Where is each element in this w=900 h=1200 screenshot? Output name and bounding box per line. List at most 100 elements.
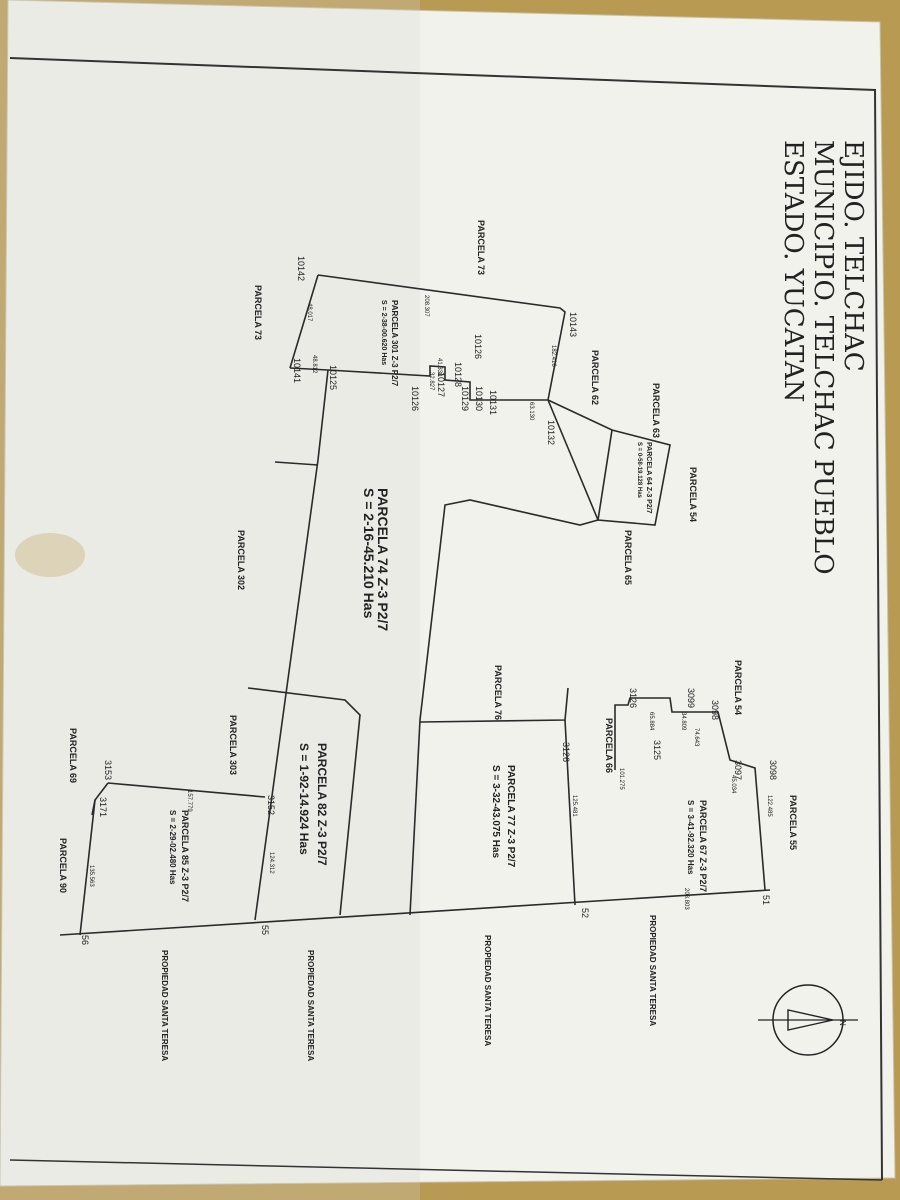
vertex-3126b: 3126: [561, 742, 571, 762]
vertex-3152: 3152: [266, 795, 276, 815]
parcel-301-label: PARCELA 301 Z-3 P2/7 S = 2-38-00.620 Has: [380, 300, 399, 387]
distance-d10: 122.485: [766, 795, 772, 817]
header-ejido: EJIDO. TELCHAC: [838, 140, 868, 372]
vertex-51: 51: [761, 895, 771, 905]
page-border-bottom: [9, 1159, 883, 1181]
parcel-85-name: PARCELA 85 Z-3 P2/7: [180, 810, 190, 902]
distance-d4: 182.416: [550, 345, 556, 367]
vertex-3097: 3097: [733, 760, 743, 780]
vertex-3153: 3153: [103, 760, 113, 780]
vertex-3098b: 3098: [768, 760, 778, 780]
parcel-82-area: S = 1-92-14.924 Has: [297, 743, 311, 855]
vertex-10142: 10142: [296, 256, 306, 281]
vertex-10141: 10141: [292, 358, 302, 383]
vertex-52: 52: [580, 908, 590, 918]
line-10125-10128: [327, 365, 520, 401]
neighbor-propiedad-2: PROPIEDAD SANTA TERESA: [483, 935, 492, 1046]
distance-d11: 101.275: [618, 768, 624, 790]
vertex-3098a: 3098: [710, 700, 720, 720]
neighbor-parcela-303: PARCELA 303: [228, 715, 238, 775]
parcel-85-area: S = 2-29-02.480 Has: [168, 810, 177, 885]
distance-d14: 157.779: [186, 790, 192, 812]
north-arrow-label: N: [838, 1020, 847, 1026]
parcel-74-right: [409, 399, 600, 916]
vertex-10125: 10125: [328, 365, 338, 390]
neighbor-propiedad-1: PROPIEDAD SANTA TERESA: [648, 915, 657, 1026]
vertex-3126a: 3126: [628, 688, 638, 708]
neighbor-parcela-76: PARCELA 76: [493, 665, 503, 720]
line-10141-10125: [289, 367, 329, 371]
vertex-55: 55: [260, 925, 270, 935]
neighbor-parcela-90: PARCELA 90: [58, 838, 68, 893]
paper-stain: [15, 533, 85, 577]
vertex-10126a: 10126: [410, 386, 420, 411]
parcel-82-top: [107, 782, 266, 798]
distance-d17: 41.330: [436, 358, 442, 377]
parcel-64-boundary: [547, 399, 671, 526]
distance-d6: 34.809: [680, 712, 686, 731]
distance-d13: 208.803: [683, 888, 689, 910]
parcel-77-right: [564, 719, 576, 906]
neighbor-parcela-73b: PARCELA 73: [253, 285, 263, 340]
parcel-77-name: PARCELA 77 Z-3 P2/7: [505, 765, 516, 868]
parcel-85-label: PARCELA 85 Z-3 P2/7 S = 2-29-02.480 Has: [168, 810, 190, 902]
parcel-82-label: PARCELA 82 Z-3 P2/7 S = 1-92-14.924 Has: [297, 743, 329, 866]
vertex-10143: 10143: [568, 312, 578, 337]
vertex-10127: 10127: [436, 372, 446, 397]
distance-d9: 45.034: [730, 775, 736, 794]
neighbor-parcela-302: PARCELA 302: [236, 530, 246, 590]
vertex-10128: 10128: [453, 362, 463, 387]
neighbor-parcela-55: PARCELA 55: [788, 795, 798, 850]
distance-d7: 74.643: [693, 728, 699, 747]
distance-d12: 125.481: [571, 795, 577, 817]
parcel-82-name: PARCELA 82 Z-3 P2/7: [315, 743, 329, 866]
parcel-85-mid: [91, 799, 96, 816]
distance-d15: 124.312: [268, 852, 274, 874]
paper-shade: [0, 0, 420, 1200]
line-10142-10141: [289, 274, 319, 369]
distance-d5: 63.130: [528, 402, 534, 421]
header-block: EJIDO. TELCHAC MUNICIPIO. TELCHAC PUEBLO…: [778, 140, 868, 575]
vertex-10132: 10132: [546, 420, 556, 445]
parcel-74-label: PARCELA 74 Z-3 P2/7 S = 2-16-45.210 Has: [361, 488, 391, 631]
vertex-3171: 3171: [98, 797, 108, 817]
parcel-lines: [59, 274, 771, 936]
north-arrow: N: [758, 984, 858, 1056]
vertex-10129: 10129: [460, 386, 470, 411]
distance-d3: 48.017: [306, 303, 312, 322]
parcel-67-area: S = 3-41-92.320 Has: [686, 800, 695, 875]
parcel-74-name: PARCELA 74 Z-3 P2/7: [375, 488, 391, 631]
header-estado: ESTADO. YUCATAN: [778, 140, 808, 402]
vertex-56: 56: [80, 935, 90, 945]
neighbor-parcela-62: PARCELA 62: [590, 350, 600, 405]
parcel-64-name: PARCELA 64 Z-3 P2/7: [645, 442, 652, 514]
parcel-74-area: S = 2-16-45.210 Has: [361, 488, 377, 619]
neighbor-parcela-66: PARCELA 66: [604, 718, 614, 773]
neighbor-parcela-54b: PARCELA 54: [733, 660, 743, 715]
page-border: [9, 57, 883, 1181]
vertex-10130: 10130: [474, 386, 484, 411]
tick-302: [274, 461, 319, 466]
distance-d1: 208.307: [423, 295, 429, 317]
neighbor-propiedad-3: PROPIEDAD SANTA TERESA: [306, 950, 315, 1061]
distance-d2: 48.812: [311, 355, 317, 374]
parcel-301-name: PARCELA 301 Z-3 P2/7: [390, 300, 399, 387]
north-arrow-head: [787, 1009, 834, 1031]
parcel-67-boundary: [614, 697, 766, 891]
vertex-3125: 3125: [652, 740, 662, 760]
vertex-10131: 10131: [488, 390, 498, 415]
neighbor-propiedad-4: PROPIEDAD SANTA TERESA: [160, 950, 169, 1061]
header-municipio: MUNICIPIO. TELCHAC PUEBLO: [808, 140, 838, 575]
vertex-3099: 3099: [686, 688, 696, 708]
vertex-10126b: 10126: [473, 334, 483, 359]
neighbor-parcela-73a: PARCELA 73: [476, 220, 486, 275]
parcel-67-label: PARCELA 67 Z-3 P2/7 S = 3-41-92.320 Has: [686, 800, 708, 892]
parcel-301-area: S = 2-38-00.620 Has: [380, 300, 387, 365]
neighbor-parcela-69: PARCELA 69: [68, 728, 78, 783]
neighbor-parcela-63: PARCELA 63: [651, 383, 661, 438]
distance-d16: 135.563: [88, 865, 94, 887]
distance-d8: 65.884: [648, 712, 654, 731]
